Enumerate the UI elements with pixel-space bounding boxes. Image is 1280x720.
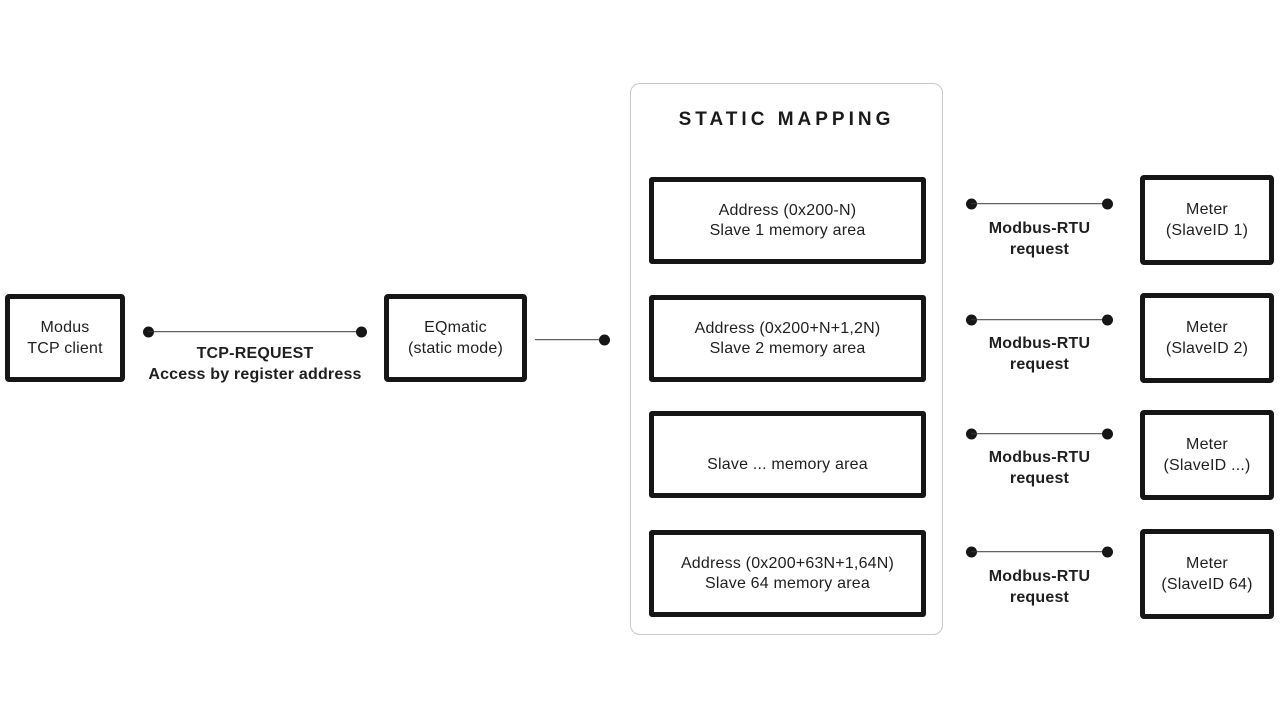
mapping-box-slave-ellipsis: Slave ... memory area bbox=[649, 411, 926, 498]
modbus-tcp-client-node: Modus TCP client bbox=[5, 294, 125, 382]
node-label-line: TCP client bbox=[27, 340, 103, 357]
connector-line bbox=[148, 330, 362, 333]
mapping-box-line: Slave ... memory area bbox=[707, 455, 868, 473]
modbus-rtu-connector-1 bbox=[966, 198, 1113, 209]
connector-line bbox=[971, 550, 1108, 553]
modbus-rtu-request-label-4: Modbus-RTU request bbox=[966, 566, 1113, 608]
rtu-label-line2: request bbox=[1009, 356, 1070, 373]
eqmatic-node: EQmatic (static mode) bbox=[384, 294, 527, 382]
rtu-label-line1: Modbus-RTU bbox=[988, 449, 1091, 466]
modbus-rtu-connector-2 bbox=[966, 314, 1113, 325]
rtu-label-line2: request bbox=[1009, 241, 1070, 258]
mapping-box-slave-2: Address (0x200+N+1,2N) Slave 2 memory ar… bbox=[649, 295, 926, 382]
meter-label-line: Meter bbox=[1186, 555, 1228, 572]
mapping-box-slave-64: Address (0x200+63N+1,64N) Slave 64 memor… bbox=[649, 530, 926, 617]
meter-node-slaveid-2: Meter (SlaveID 2) bbox=[1140, 293, 1274, 383]
mapping-box-line: Address (0x200+63N+1,64N) bbox=[680, 554, 895, 572]
connector-line bbox=[971, 318, 1108, 321]
modbus-rtu-connector-3 bbox=[966, 428, 1113, 439]
meter-label-line: Meter bbox=[1186, 436, 1228, 453]
node-label-line: EQmatic bbox=[424, 319, 487, 336]
meter-label-line: (SlaveID 64) bbox=[1161, 576, 1253, 593]
connector-endpoint-dot bbox=[1102, 428, 1113, 439]
rtu-label-line1: Modbus-RTU bbox=[988, 568, 1091, 585]
mapping-box-line: Slave 2 memory area bbox=[709, 339, 866, 357]
tcp-request-connector bbox=[143, 326, 367, 337]
connector-endpoint-dot bbox=[1102, 546, 1113, 557]
rtu-label-line2: request bbox=[1009, 470, 1070, 487]
modbus-rtu-connector-4 bbox=[966, 546, 1113, 557]
mapping-box-slave-1: Address (0x200-N) Slave 1 memory area bbox=[649, 177, 926, 264]
connector-line bbox=[535, 338, 605, 341]
rtu-label-line2: request bbox=[1009, 589, 1070, 606]
meter-label-line: (SlaveID 1) bbox=[1165, 222, 1249, 239]
meter-label-line: Meter bbox=[1186, 201, 1228, 218]
meter-label-line: Meter bbox=[1186, 319, 1228, 336]
connector-endpoint-dot bbox=[599, 334, 610, 345]
static-mapping-panel: STATIC MAPPING Address (0x200-N) Slave 1… bbox=[630, 83, 943, 635]
static-mapping-title: STATIC MAPPING bbox=[678, 109, 895, 130]
mapping-box-line: Slave 1 memory area bbox=[709, 221, 866, 239]
modbus-rtu-request-label-2: Modbus-RTU request bbox=[966, 333, 1113, 375]
tcp-request-label: TCP-REQUEST Access by register address bbox=[95, 343, 415, 385]
mapping-box-line: Slave 64 memory area bbox=[705, 574, 870, 592]
modbus-rtu-request-label-1: Modbus-RTU request bbox=[966, 218, 1113, 260]
meter-label-line: (SlaveID 2) bbox=[1165, 340, 1249, 357]
meter-label-line: (SlaveID ...) bbox=[1163, 457, 1251, 474]
rtu-label-line1: Modbus-RTU bbox=[988, 220, 1091, 237]
connector-endpoint-dot bbox=[356, 326, 367, 337]
meter-node-slaveid-ellipsis: Meter (SlaveID ...) bbox=[1140, 410, 1274, 500]
eqmatic-to-mapping-connector bbox=[535, 334, 610, 345]
mapping-box-line: Address (0x200+N+1,2N) bbox=[694, 319, 881, 337]
meter-node-slaveid-64: Meter (SlaveID 64) bbox=[1140, 529, 1274, 619]
rtu-label-line1: Modbus-RTU bbox=[988, 335, 1091, 352]
node-label-line: (static mode) bbox=[407, 340, 504, 357]
connector-endpoint-dot bbox=[1102, 198, 1113, 209]
node-label-line: Modus bbox=[40, 319, 90, 336]
mapping-box-line: Address (0x200-N) bbox=[718, 201, 857, 219]
meter-node-slaveid-1: Meter (SlaveID 1) bbox=[1140, 175, 1274, 265]
tcp-request-label-line1: TCP-REQUEST bbox=[196, 345, 314, 362]
connector-line bbox=[971, 432, 1108, 435]
tcp-request-label-line2: Access by register address bbox=[148, 366, 362, 383]
connector-endpoint-dot bbox=[1102, 314, 1113, 325]
connector-line bbox=[971, 202, 1108, 205]
modbus-rtu-request-label-3: Modbus-RTU request bbox=[966, 447, 1113, 489]
